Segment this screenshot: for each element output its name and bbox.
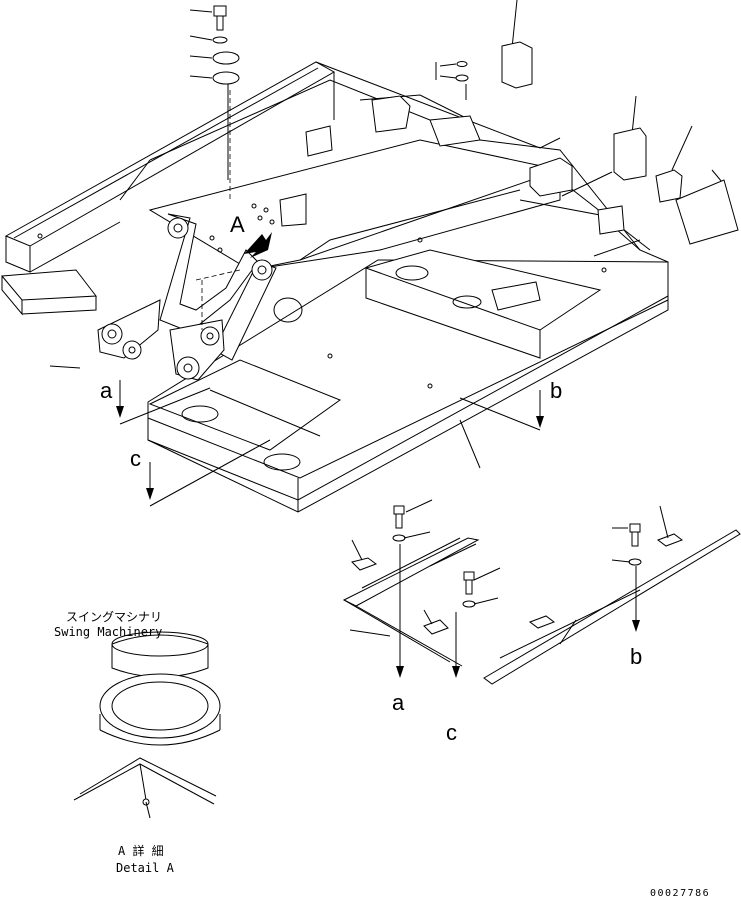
- arrow-a-label: a: [100, 378, 113, 403]
- detail-caption-jp: A 詳 細: [118, 843, 164, 858]
- revolving-frame: [0, 61, 669, 513]
- view-a-label: A: [230, 212, 245, 237]
- drawing-number: 00027786: [650, 888, 710, 899]
- arrow-c-label: c: [130, 446, 141, 471]
- top-right-parts: [435, 0, 739, 245]
- bolt-holes: [37, 203, 607, 389]
- detail-title-jp: スイングマシナリ: [66, 610, 162, 624]
- leader-lines: [49, 239, 641, 469]
- detail-caption-en: Detail A: [116, 861, 175, 875]
- detail-title-en: Swing Machinery: [54, 625, 162, 639]
- view-arrows: [116, 380, 544, 507]
- top-bolt-stack: [189, 5, 240, 180]
- arrow-b-label: b: [550, 378, 562, 403]
- arrow-c-lower-label: c: [446, 720, 457, 745]
- arrow-a-lower-label: a: [392, 690, 405, 715]
- arrow-b-lower-label: b: [630, 644, 642, 669]
- under-covers: [342, 499, 741, 685]
- detail-a-swing-machinery: [73, 631, 221, 819]
